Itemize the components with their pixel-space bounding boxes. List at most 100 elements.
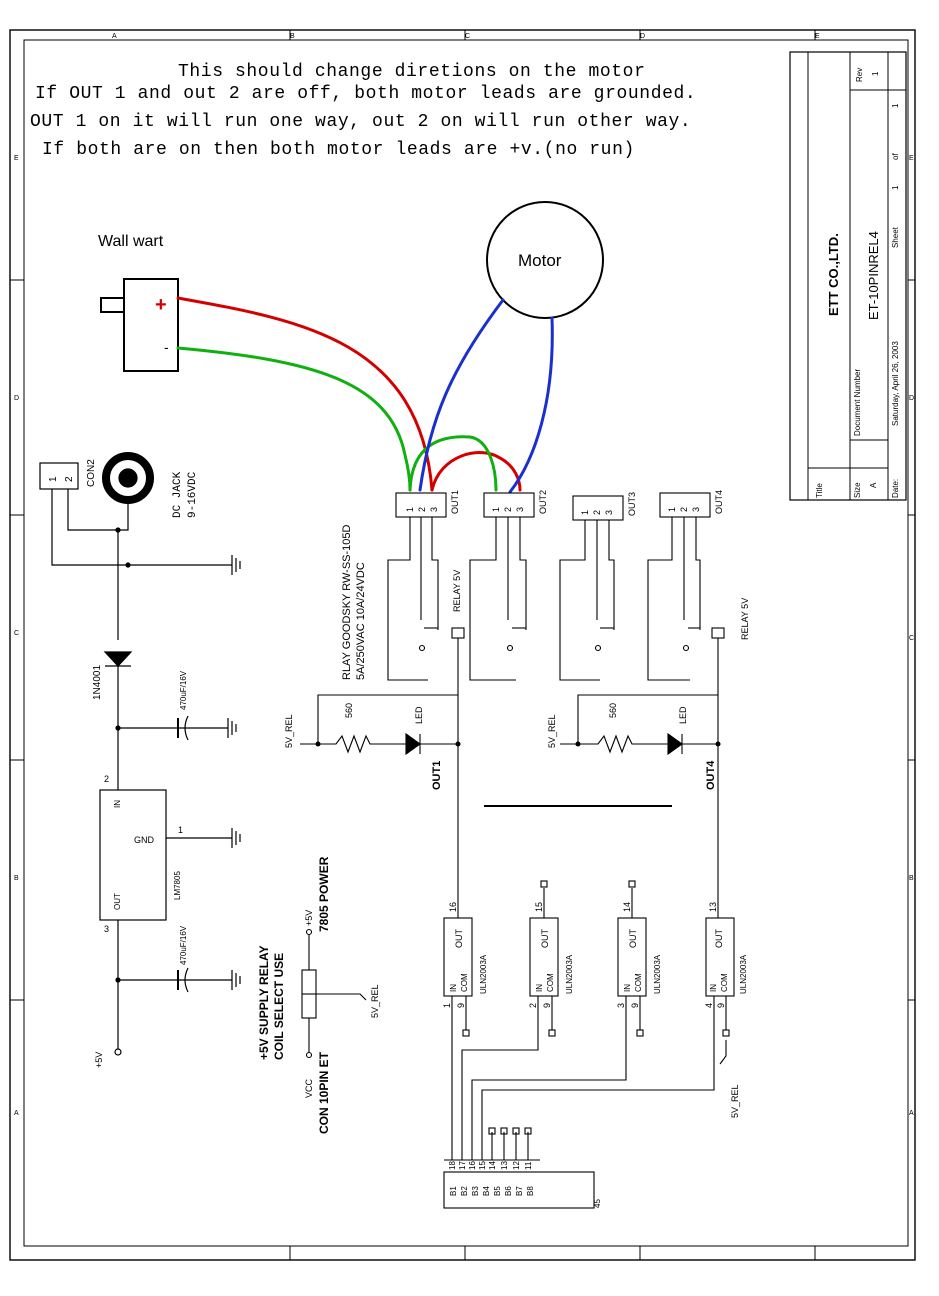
- uln4-com: COM: [720, 973, 729, 992]
- zone-right-d: D: [909, 395, 914, 402]
- out4-pin-3: 3: [691, 507, 701, 512]
- rail-5v-rel-right: 5V_REL: [547, 714, 557, 748]
- out3-pin-3: 3: [604, 510, 614, 515]
- out2-connector-label: OUT2: [538, 490, 548, 514]
- uln1-out: OUT: [454, 929, 464, 949]
- uln-drivers: [443, 880, 735, 1209]
- border-zone-letters: A B C D E E D C B A E D C B A: [14, 33, 914, 1117]
- ground-symbols: [227, 555, 241, 990]
- out2-pin-3: 3: [515, 507, 525, 512]
- conn-pin-name: B4: [482, 1186, 491, 1196]
- uln4-out: OUT: [714, 929, 724, 949]
- note-line-4: If both are on then both motor leads are…: [42, 140, 635, 160]
- cap1-label: 470uF/16V: [179, 670, 188, 710]
- uln2-gnd-pin: 9: [542, 1003, 552, 1008]
- reg-pin-out: 3: [104, 924, 109, 934]
- conn-pin-name: B2: [460, 1186, 469, 1196]
- uln2-out: OUT: [540, 929, 550, 949]
- reg-out: OUT: [113, 893, 122, 910]
- wire-ground-jumper: [408, 435, 498, 492]
- uln2-in-pin: 2: [528, 1003, 538, 1008]
- uln4-in: IN: [709, 984, 718, 992]
- reg-in: IN: [113, 800, 122, 808]
- power-select-jumper: [301, 928, 367, 1059]
- zone-right-e: E: [909, 155, 914, 162]
- cap2-label: 470uF/16V: [179, 925, 188, 965]
- reg-pin-gnd: 1: [178, 825, 183, 835]
- uln1-in: IN: [449, 984, 458, 992]
- diode-label: 1N4001: [92, 665, 103, 700]
- company-name: ETT CO.,LTD.: [826, 233, 841, 316]
- date-caption: Date:: [891, 479, 900, 498]
- wire-positive: [176, 296, 434, 492]
- power-select-7805: 7805 POWER: [317, 856, 331, 932]
- uln2-in: IN: [535, 984, 544, 992]
- out3-pin-2: 2: [592, 510, 602, 515]
- zone-right-b: B: [909, 875, 914, 882]
- out1-pin-1: 1: [405, 507, 415, 512]
- ground-symbol: [231, 828, 241, 848]
- out2-pin-1: 1: [491, 507, 501, 512]
- added-wiring: [176, 296, 554, 494]
- size-caption: Size: [853, 482, 862, 498]
- conn-pin-name: B6: [504, 1186, 513, 1196]
- uln3-in: IN: [623, 984, 632, 992]
- dc-jack-voltage: 9-16VDC: [187, 471, 199, 518]
- zone-top-e: E: [815, 33, 820, 40]
- out4-pin-1: 1: [667, 507, 677, 512]
- out1-pin-3: 3: [429, 507, 439, 512]
- sheet-value: 1: [891, 185, 900, 190]
- zone-top-c: C: [465, 33, 470, 40]
- wall-wart-label: Wall wart: [98, 233, 164, 250]
- doc-caption: Document Number: [853, 369, 862, 436]
- zone-top-d: D: [640, 33, 645, 40]
- uln2-com: COM: [546, 973, 555, 992]
- power-select-5v-rel: 5V_REL: [370, 984, 380, 1018]
- zone-left-e: E: [14, 155, 19, 162]
- reg-part: LM7805: [173, 871, 182, 900]
- note-line-2: If OUT 1 and out 2 are off, both motor l…: [35, 84, 697, 104]
- led-left: LED: [414, 706, 424, 724]
- zone-top-b: B: [290, 33, 295, 40]
- size-value: A: [869, 482, 878, 488]
- out3-pin-1: 1: [580, 510, 590, 515]
- conn-part: 45: [593, 1199, 602, 1208]
- bottom-connector: 18 17 16 15 14 13 12 11 B1 B2 B3 B4 B5 B…: [448, 1161, 602, 1208]
- uln4-pin-out: 13: [708, 902, 718, 912]
- out4-pin-2: 2: [679, 507, 689, 512]
- of-value: 1: [891, 103, 900, 108]
- uln4-part: ULN2003A: [739, 954, 748, 994]
- power-select-vcc: VCC: [304, 1078, 314, 1098]
- out4-connector-label: OUT4: [714, 490, 724, 514]
- sheet-caption: Sheet: [891, 226, 900, 248]
- conn-pin-num: 17: [458, 1161, 467, 1170]
- relay-block: [387, 492, 725, 905]
- uln3-com: COM: [634, 973, 643, 992]
- rev-value: 1: [871, 71, 880, 76]
- relay-5v-left: RELAY 5V: [452, 570, 462, 612]
- uln4-gnd-pin: 9: [716, 1003, 726, 1008]
- out2-pin-2: 2: [503, 507, 513, 512]
- led-right: LED: [678, 706, 688, 724]
- rev-caption: Rev: [855, 68, 864, 82]
- conn-pin-name: B1: [449, 1186, 458, 1196]
- wire-ground: [176, 346, 412, 492]
- led-left-out1: OUT1: [431, 761, 443, 790]
- conn-pin-name: B7: [515, 1186, 524, 1196]
- power-select-line2: COIL SELECT USE: [272, 953, 286, 1060]
- relay-model: RLAY GOODSKY RW-SS-105D: [341, 524, 353, 680]
- relay-rating: 5A/250VAC 10A/24VDC: [355, 562, 367, 680]
- of-caption: of: [891, 153, 900, 160]
- conn-pin-name: B8: [526, 1186, 535, 1196]
- uln1-com: COM: [460, 973, 469, 992]
- wire-positive-jumper: [430, 451, 522, 492]
- wall-wart: Wall wart + -: [98, 233, 179, 372]
- conn-pin-num: 12: [512, 1161, 521, 1170]
- motor-label: Motor: [518, 251, 562, 270]
- title-block: [789, 51, 907, 501]
- zone-left-a: A: [14, 1110, 19, 1117]
- sheet-border: [9, 29, 916, 1261]
- zone-left-b: B: [14, 875, 19, 882]
- wire-motor-lead-1: [418, 298, 505, 492]
- uln1-in-pin: 1: [442, 1003, 452, 1008]
